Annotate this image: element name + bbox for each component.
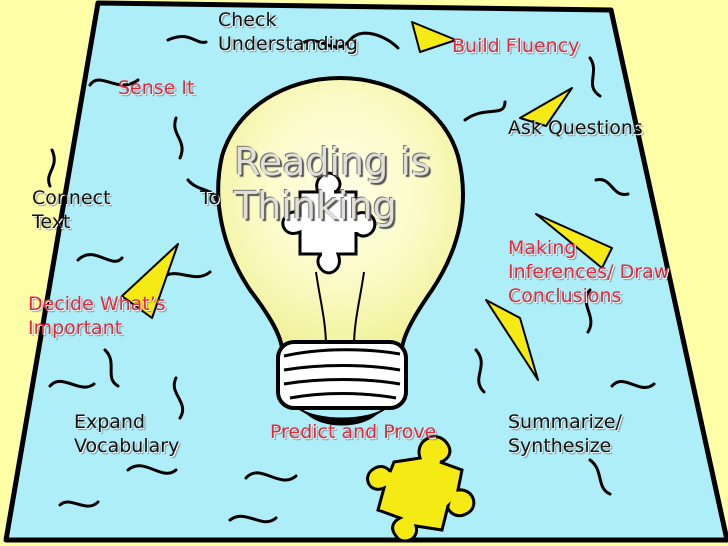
label-predict-prove: Predict and Prove (270, 421, 437, 443)
label-summarize: Summarize/ Synthesize (508, 411, 622, 457)
bulb-filament (315, 271, 365, 347)
label-build-fluency: Build Fluency (452, 35, 580, 57)
puzzle-seams (47, 31, 656, 524)
label-connect-to: To (200, 187, 221, 209)
label-check-understanding: Check Understanding (218, 9, 358, 55)
label-making-inferences: Making Inferences/ Draw Conclusions (508, 237, 670, 307)
diagram-title: Reading is Thinking (234, 140, 431, 228)
title-line-2: Thinking (234, 184, 397, 228)
bulb-puzzle-piece (281, 171, 377, 275)
title-line-1: Reading is (234, 140, 431, 184)
label-ask-questions: Ask Questions (508, 117, 643, 139)
ray-right-middle (535, 213, 613, 269)
label-expand-vocabulary: Expand Vocabulary (74, 411, 180, 457)
ray-right-upper (519, 87, 573, 127)
loose-puzzle-piece (366, 435, 476, 543)
ray-right-lower (485, 299, 539, 381)
label-sense-it: Sense It (118, 77, 195, 99)
ray-left (121, 243, 179, 319)
label-connect-text: Connect Text (32, 187, 111, 233)
bulb-base (276, 340, 408, 426)
label-decide-important: Decide What’s Important (28, 293, 166, 339)
light-rays (121, 21, 613, 381)
ray-top-right (411, 21, 457, 53)
